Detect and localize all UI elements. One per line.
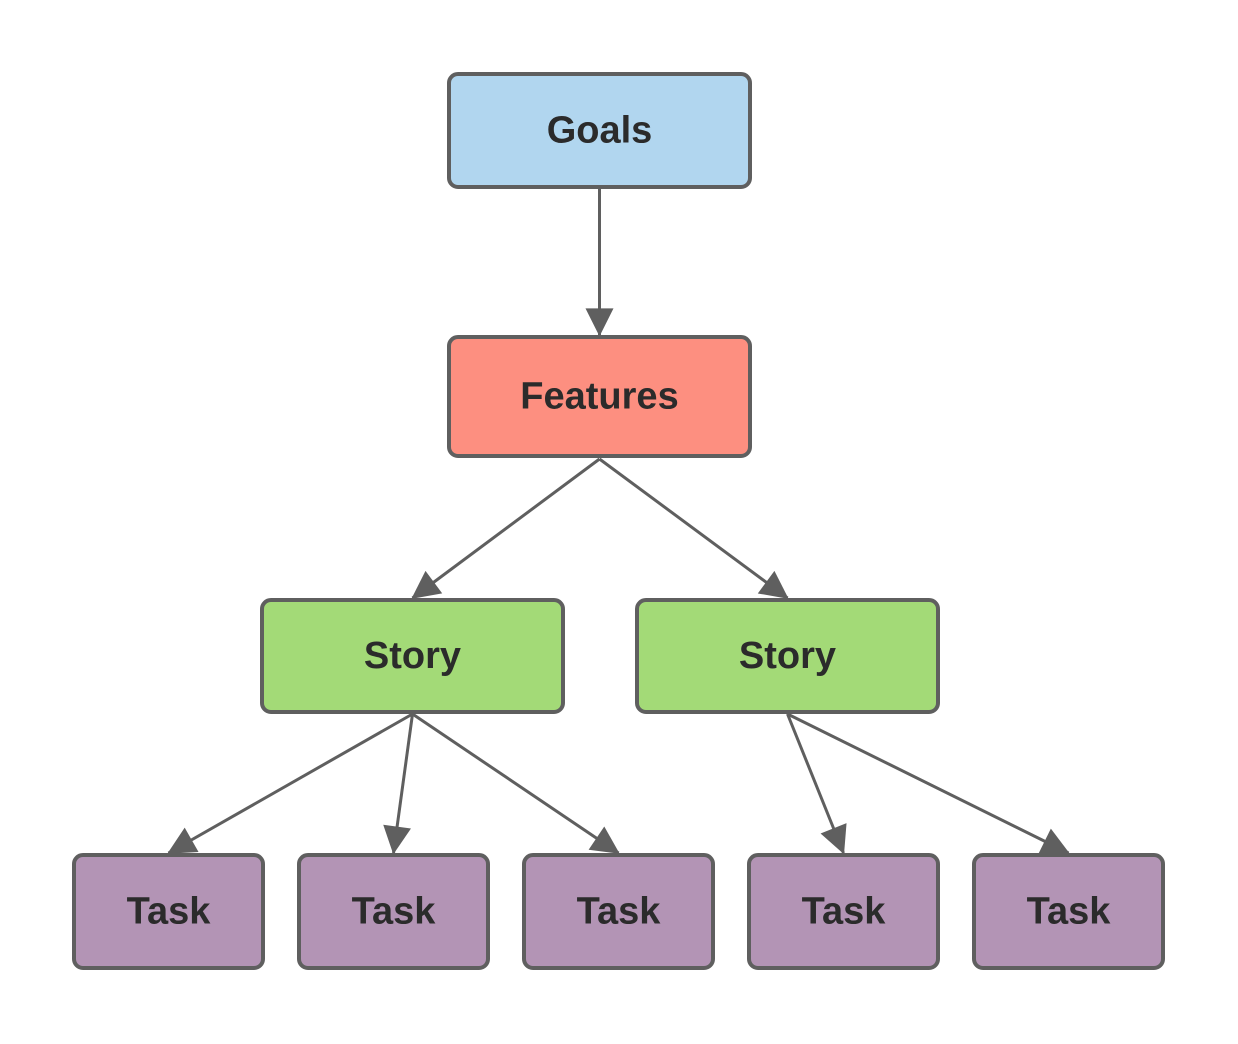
arrow-story-2-to-task-4	[786, 713, 847, 855]
features-label: Features	[520, 376, 678, 418]
goals-node: Goals	[447, 72, 752, 189]
task-box-1	[72, 853, 265, 970]
task-node-1: Task	[72, 853, 265, 970]
task-label-2: Task	[352, 891, 437, 933]
goals-box	[447, 72, 752, 189]
task-box-5	[972, 853, 1165, 970]
task-box-4	[747, 853, 940, 970]
task-node-4: Task	[747, 853, 940, 970]
task-node-3: Task	[522, 853, 715, 970]
story-node-1: Story	[260, 598, 565, 714]
features-node: Features	[447, 335, 752, 458]
arrow-story-1-to-task-1	[167, 712, 414, 855]
story-node-2: Story	[635, 598, 940, 714]
arrow-story-2-to-task-5	[786, 712, 1070, 855]
arrow-story-1-to-task-2	[383, 713, 414, 855]
story-label-1: Story	[364, 635, 461, 677]
task-label-5: Task	[1027, 891, 1112, 933]
arrow-story-1-to-task-3	[411, 712, 620, 855]
story-label-2: Story	[739, 635, 836, 677]
story-box-2	[635, 598, 940, 714]
features-box	[447, 335, 752, 458]
connectors	[167, 189, 1070, 855]
arrow-features-to-story-2	[598, 457, 789, 600]
nodes: Goals Features Story Story Task Task Tas…	[72, 72, 1165, 970]
arrow-features-to-story-1	[411, 457, 601, 600]
task-label-4: Task	[802, 891, 887, 933]
task-label-3: Task	[577, 891, 662, 933]
goals-label: Goals	[547, 110, 653, 152]
task-node-2: Task	[297, 853, 490, 970]
task-label-1: Task	[127, 891, 212, 933]
task-box-3	[522, 853, 715, 970]
task-node-5: Task	[972, 853, 1165, 970]
story-box-1	[260, 598, 565, 714]
task-box-2	[297, 853, 490, 970]
